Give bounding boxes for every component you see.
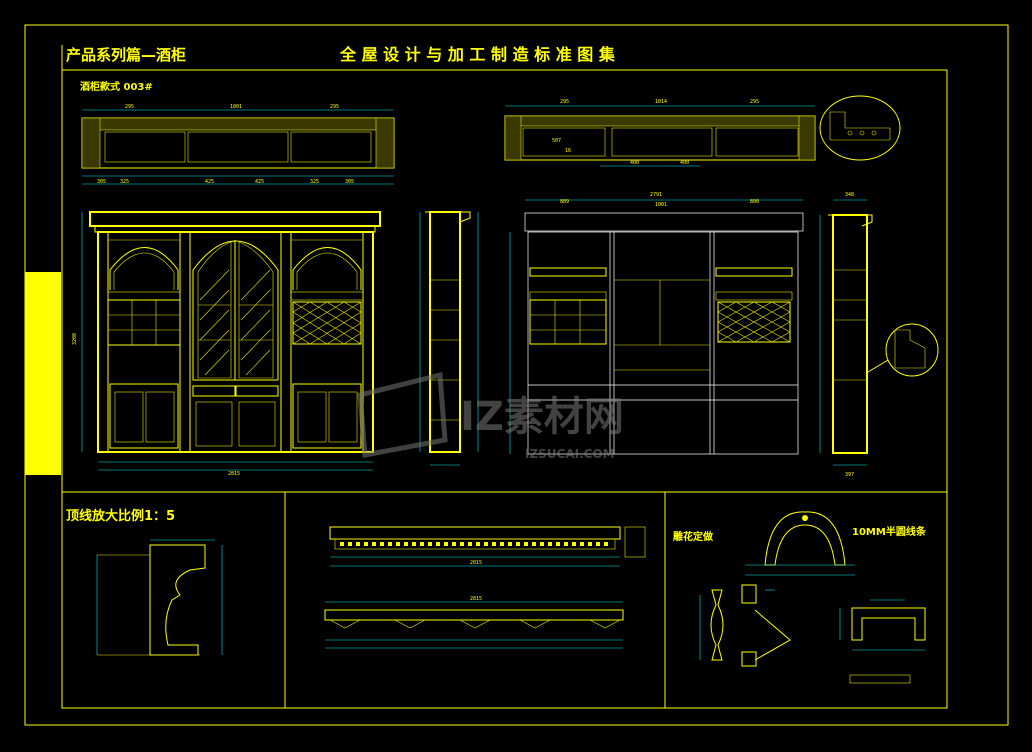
molding-section-title: 顶线放大比例1：5: [66, 508, 175, 524]
watermark: IZ素材网 IZSUCAI.COM: [357, 371, 624, 461]
top-plan-left: 295 1801 295 305 325 425 425 325 305: [81, 104, 395, 185]
header-left-title: 产品系列篇—酒柜: [66, 46, 186, 64]
molding-detail-section: 顶线放大比例1：5: [66, 508, 223, 656]
dim-top-left-b6: 305: [345, 179, 354, 185]
watermark-url: IZSUCAI.COM: [525, 447, 615, 461]
header-center-title: 全 屋 设 计 与 加 工 制 造 标 准 图 集: [339, 45, 616, 64]
right-side-section: 348 397: [819, 192, 939, 478]
dim-bottom-total-2: 2815: [470, 596, 482, 602]
front-elevation: 2815 3200: [72, 211, 381, 477]
dim-top-right-i2: 507: [552, 138, 561, 144]
top-plan-right: 295 1014 295 16 507 400 400: [504, 95, 901, 167]
dim-top-left-3: 295: [330, 104, 339, 110]
dim-bottom-total: 2015: [470, 560, 482, 566]
dim-side-1: 2791: [650, 192, 662, 198]
dim-right-side-bottom: 397: [845, 472, 854, 478]
dim-side-2: 809: [560, 199, 569, 205]
dim-top-right-3: 295: [750, 99, 759, 105]
dim-top-left-b3: 425: [205, 179, 214, 185]
label-carving: 雕花定做: [673, 530, 714, 543]
dim-right-side-top: 348: [845, 192, 854, 198]
dim-top-right-i3: 400: [630, 160, 639, 166]
dim-top-left-b1: 305: [97, 179, 106, 185]
dim-front-total: 2815: [228, 471, 240, 477]
dim-front-height: 3200: [72, 333, 78, 345]
dim-top-left-b5: 325: [310, 179, 319, 185]
side-binding-strip: [25, 272, 61, 475]
dim-side-3: 1001: [655, 202, 667, 208]
side-elevation-left: [419, 211, 479, 466]
dim-top-left-b4: 425: [255, 179, 264, 185]
dim-top-right-i1: 16: [565, 148, 571, 154]
inner-frame: [61, 69, 948, 709]
dim-top-right-1: 295: [560, 99, 569, 105]
dim-top-right-2: 1014: [655, 99, 667, 105]
view-label: 酒柜款式 003#: [80, 80, 153, 93]
dim-top-left-b2: 325: [120, 179, 129, 185]
carving-details: 雕花定做 10MM半圆线条: [673, 511, 927, 684]
watermark-brand: IZ素材网: [460, 394, 624, 440]
band-details: 2015 2815: [324, 526, 646, 649]
dim-top-right-i4: 400: [680, 160, 689, 166]
dim-side-4: 800: [750, 199, 759, 205]
dim-top-left-1: 295: [125, 104, 134, 110]
structure-elevation: 2791 809 1001 800: [509, 192, 804, 455]
label-half-round: 10MM半圆线条: [852, 525, 927, 538]
dim-top-left-2: 1801: [230, 104, 242, 110]
